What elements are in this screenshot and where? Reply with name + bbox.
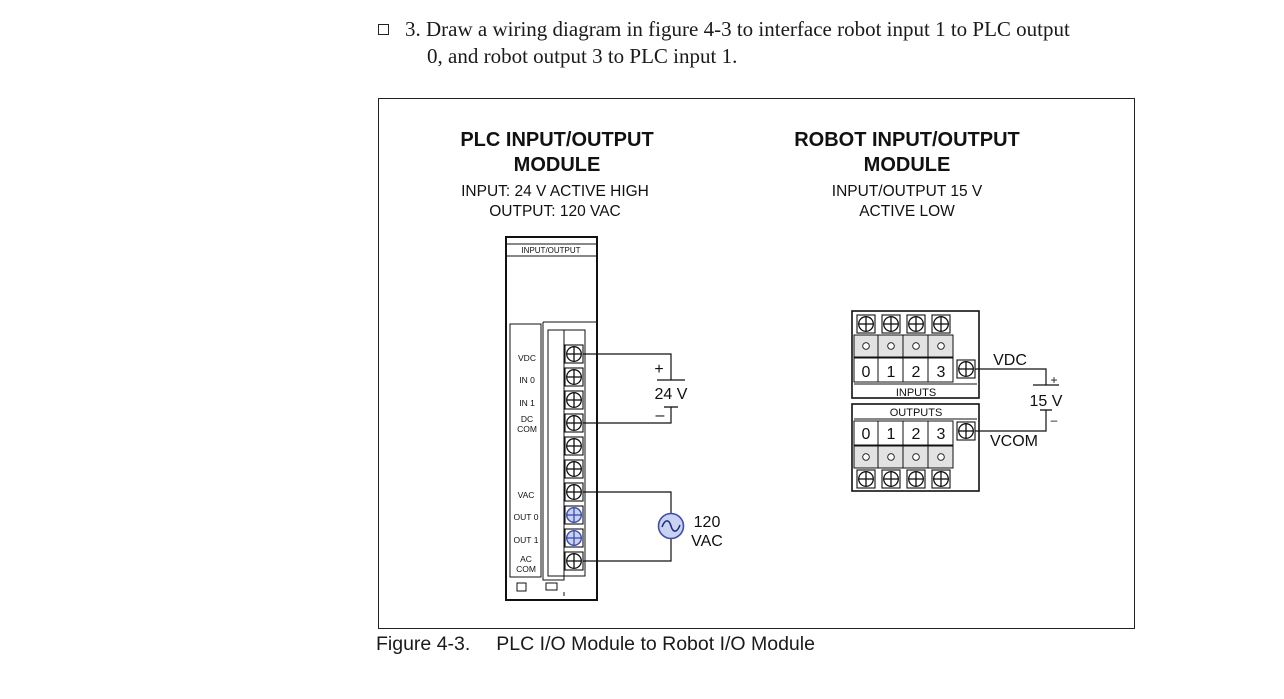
- robot-15v-label: 15 V: [1030, 393, 1063, 410]
- robot-plus-sign: +: [1050, 373, 1057, 387]
- plc-title-line-2: MODULE: [514, 154, 601, 176]
- plc-label-out0: OUT 0: [514, 512, 539, 522]
- plc-terminal-vdc[interactable]: [564, 344, 584, 364]
- robot-output-number-1: 1: [887, 426, 896, 443]
- dc-24v-label: 24 V: [655, 386, 688, 403]
- plc-terminal-blank-2[interactable]: [564, 459, 584, 479]
- robot-minus-sign: –: [1051, 413, 1058, 427]
- robot-input-screw-2[interactable]: [906, 314, 926, 334]
- plc-header-label: INPUT/OUTPUT: [521, 246, 580, 255]
- plc-label-dc: DC: [521, 414, 533, 424]
- robot-vcom-screw[interactable]: [956, 421, 976, 441]
- plc-module: INPUT/OUTPUT VDC IN 0 IN 1 DC COM VAC OU…: [505, 236, 598, 601]
- plc-label-ac: AC: [520, 554, 532, 564]
- robot-input-number-0: 0: [862, 364, 871, 381]
- plc-ac-supply: 120 VAC: [583, 491, 723, 562]
- plc-label-in1: IN 1: [519, 398, 535, 408]
- robot-input-number-1: 1: [887, 364, 896, 381]
- robot-dc-supply: VDC + 15 V – VCOM: [975, 352, 1063, 450]
- plc-label-dc-com: COM: [517, 424, 537, 434]
- plc-terminal-dc-com[interactable]: [564, 413, 584, 433]
- plc-label-out1: OUT 1: [514, 535, 539, 545]
- ac-vac-label: VAC: [691, 533, 723, 550]
- robot-output-screw-2[interactable]: [906, 469, 926, 489]
- question-line-1: 3. Draw a wiring diagram in figure 4-3 t…: [405, 17, 1070, 41]
- question-line-2: 0, and robot output 3 to PLC input 1.: [427, 44, 738, 68]
- robot-outputs-label: OUTPUTS: [890, 407, 943, 419]
- plc-label-ac-com: COM: [516, 564, 536, 574]
- dc-minus-sign: –: [656, 407, 665, 424]
- plc-label-in0: IN 0: [519, 375, 535, 385]
- robot-title-line-1: ROBOT INPUT/OUTPUT: [794, 129, 1020, 151]
- plc-terminal-blank-1[interactable]: [564, 436, 584, 456]
- robot-outputs-block: OUTPUTS 0 1 2 3: [851, 403, 980, 492]
- figure-frame: [378, 98, 1135, 629]
- robot-output-number-2: 2: [912, 426, 921, 443]
- plc-terminal-vac[interactable]: [564, 482, 584, 502]
- plc-label-vdc: VDC: [518, 353, 536, 363]
- robot-input-screw-1[interactable]: [881, 314, 901, 334]
- plc-terminal-out1[interactable]: [564, 528, 584, 548]
- robot-input-screw-0[interactable]: [856, 314, 876, 334]
- plc-terminal-out0[interactable]: [564, 505, 584, 525]
- plc-subtitle-line-2: OUTPUT: 120 VAC: [489, 203, 621, 220]
- plc-subtitle-line-1: INPUT: 24 V ACTIVE HIGH: [461, 183, 649, 200]
- figure-title: PLC I/O Module to Robot I/O Module: [496, 633, 815, 655]
- plc-label-vac: VAC: [518, 490, 535, 500]
- plc-terminal-in1[interactable]: [564, 390, 584, 410]
- figure-caption: Figure 4-3. PLC I/O Module to Robot I/O M…: [376, 633, 815, 656]
- robot-input-screw-3[interactable]: [931, 314, 951, 334]
- checkbox-icon[interactable]: [378, 24, 389, 35]
- robot-inputs-label: INPUTS: [896, 387, 936, 399]
- figure-number: Figure 4-3.: [376, 633, 471, 655]
- robot-vcom-label: VCOM: [990, 433, 1038, 450]
- robot-input-number-2: 2: [912, 364, 921, 381]
- robot-vdc-label: VDC: [993, 352, 1027, 369]
- robot-subtitle-line-2: ACTIVE LOW: [859, 203, 955, 220]
- robot-output-screw-3[interactable]: [931, 469, 951, 489]
- robot-output-number-0: 0: [862, 426, 871, 443]
- robot-output-number-3: 3: [937, 426, 946, 443]
- dc-plus-sign: +: [654, 361, 663, 378]
- ac-120-label: 120: [694, 514, 721, 531]
- robot-subtitle-line-1: INPUT/OUTPUT 15 V: [832, 183, 983, 200]
- robot-title-line-2: MODULE: [864, 154, 951, 176]
- plc-title-line-1: PLC INPUT/OUTPUT: [460, 129, 653, 151]
- plc-terminal-ac-com[interactable]: [564, 551, 584, 571]
- plc-terminal-in0[interactable]: [564, 367, 584, 387]
- robot-inputs-block: 0 1 2 3 INPUTS: [851, 310, 980, 399]
- robot-output-screw-1[interactable]: [881, 469, 901, 489]
- robot-vdc-screw[interactable]: [956, 359, 976, 379]
- robot-input-number-3: 3: [937, 364, 946, 381]
- robot-output-screw-0[interactable]: [856, 469, 876, 489]
- plc-dc-supply: + 24 V –: [583, 353, 688, 424]
